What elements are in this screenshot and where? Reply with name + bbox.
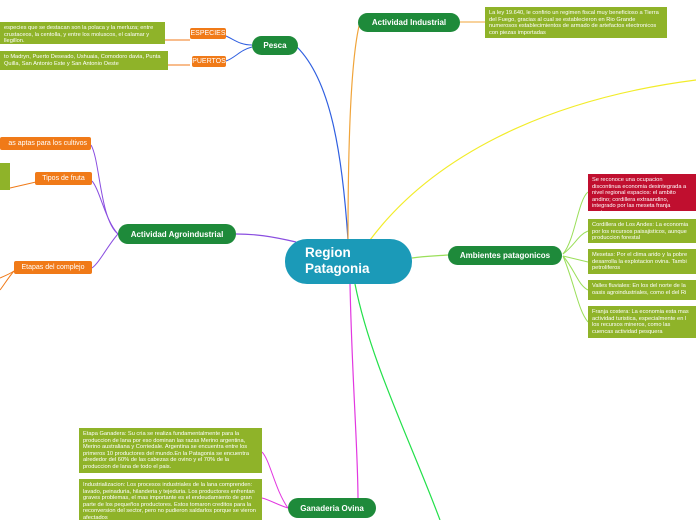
topic-ambientes-patagonicos[interactable]: Ambientes patagonicos (448, 246, 562, 265)
note-etapa-ganadera: Etapa Ganadera: Su cria se realiza funda… (79, 428, 262, 473)
note-industrializacion: Industrializacion: Los procesos industri… (79, 479, 262, 520)
topic-ganaderia-ovina[interactable]: Ganaderia Ovina (288, 498, 376, 518)
connector-agro (235, 233, 297, 243)
topic-pesca[interactable]: Pesca (252, 36, 298, 55)
tag-especies[interactable]: ESPECIES (190, 28, 226, 39)
tag-tierras-aptas[interactable]: as aptas para los cultivos (0, 137, 91, 150)
note-ambientes-ocupacion: Se reconoce una ocupacion discontinua ec… (588, 174, 696, 211)
connector-industrial (347, 21, 361, 241)
connector-green (354, 283, 441, 520)
note-ambientes-valles: Valles fluviales: En los del norte de la… (588, 280, 696, 300)
tag-puertos[interactable]: PUERTOS (192, 56, 226, 67)
note-fruta (0, 163, 10, 190)
central-topic[interactable]: Region Patagonia (285, 239, 412, 284)
tag-tipos-de-fruta[interactable]: Tipos de fruta (35, 172, 92, 185)
connector-pesca (296, 46, 349, 241)
connector-ambientes (411, 254, 449, 259)
note-ambientes-mesetas: Mesetas: Por el clima arido y la pobre d… (588, 249, 696, 274)
note-especies: especies que se destacan son la polaca y… (0, 22, 165, 44)
tag-etapas-del-complejo[interactable]: Etapas del complejo (14, 261, 92, 274)
topic-actividad-agroindustrial[interactable]: Actividad Agroindustrial (118, 224, 236, 244)
note-puertos: to Madryn, Puerto Deseado, Ushuaia, Como… (0, 51, 168, 70)
note-ambientes-franja-costera: Franja costera: La economia esta mas act… (588, 306, 696, 338)
connector-ganaderia (349, 283, 359, 501)
note-industrial: La ley 19.640, le confirio un regimen fi… (485, 7, 667, 38)
connector-yellow (369, 79, 696, 241)
topic-actividad-industrial[interactable]: Actividad Industrial (358, 13, 460, 32)
note-ambientes-cordillera: Cordillera de Los Andes: La economia por… (588, 219, 696, 243)
